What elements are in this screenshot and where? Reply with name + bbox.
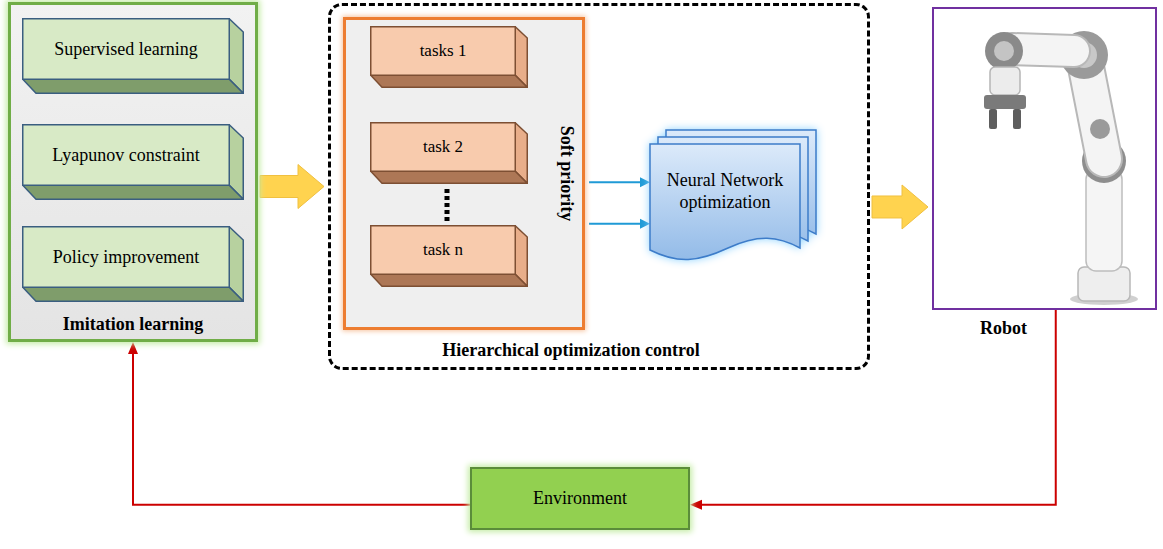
ellipsis-dots: [442, 186, 452, 226]
document-shape: Neural Network optimization: [648, 126, 824, 274]
box-label: Policy improvement: [53, 247, 199, 268]
connector-line: [702, 310, 1056, 505]
panel-label-holder: Hierarchical optimization control: [331, 340, 811, 361]
robot-arm-illustration: [934, 9, 1155, 308]
process-box: task 2: [370, 122, 528, 184]
box-label: tasks 1: [420, 41, 467, 61]
process-box: Policy improvement: [22, 226, 244, 302]
process-box: Supervised learning: [22, 18, 244, 94]
group-panel: Imitation learning Supervised learningLya…: [8, 2, 258, 342]
outside-label-holder: Robot: [980, 318, 1027, 339]
box-face: task 2: [370, 122, 516, 172]
connector: [589, 177, 650, 187]
document-label: Neural Network optimization: [659, 170, 791, 213]
vertical-label: Soft priority: [557, 126, 578, 221]
panel-label-holder: Imitation learning: [11, 314, 255, 335]
connector: [589, 219, 650, 229]
group-panel: Hierarchical optimization control Soft p…: [328, 3, 870, 370]
panel-title: Imitation learning: [63, 314, 204, 334]
connector: [128, 342, 470, 505]
box-face: task n: [370, 225, 516, 275]
connector-line: [133, 354, 470, 505]
box-label: task 2: [423, 137, 463, 157]
box-label: Environment: [533, 488, 627, 509]
box-label: Supervised learning: [54, 39, 197, 60]
box-label: task n: [423, 240, 463, 260]
arrowhead: [690, 500, 702, 510]
connector-line: [589, 223, 640, 225]
environment-box: Environment: [470, 467, 690, 530]
connector: [260, 165, 324, 209]
arrowhead: [128, 342, 138, 354]
document-face: Neural Network optimization: [650, 144, 800, 240]
arrowhead: [640, 219, 650, 229]
arrowhead: [640, 177, 650, 187]
box-face: tasks 1: [370, 26, 516, 76]
box-face: Supervised learning: [22, 18, 230, 80]
box-label: Lyapunov constraint: [52, 145, 199, 166]
process-box: task n: [370, 225, 528, 287]
box-face: Lyapunov constraint: [22, 124, 230, 186]
box-face: Policy improvement: [22, 226, 230, 288]
block-arrow: [872, 185, 928, 229]
vertical-label-holder: Soft priority: [552, 20, 582, 327]
process-box: tasks 1: [370, 26, 528, 88]
group-panel: Robot: [932, 7, 1157, 310]
group-panel: Soft priority tasks 1 task 2 task n: [343, 17, 585, 330]
block-arrow: [260, 165, 324, 209]
process-box: Lyapunov constraint: [22, 124, 244, 200]
robot-label: Robot: [980, 318, 1027, 338]
connector: [690, 310, 1056, 510]
connector: [872, 185, 928, 229]
connector-line: [589, 181, 640, 183]
panel-title: Hierarchical optimization control: [442, 340, 699, 360]
